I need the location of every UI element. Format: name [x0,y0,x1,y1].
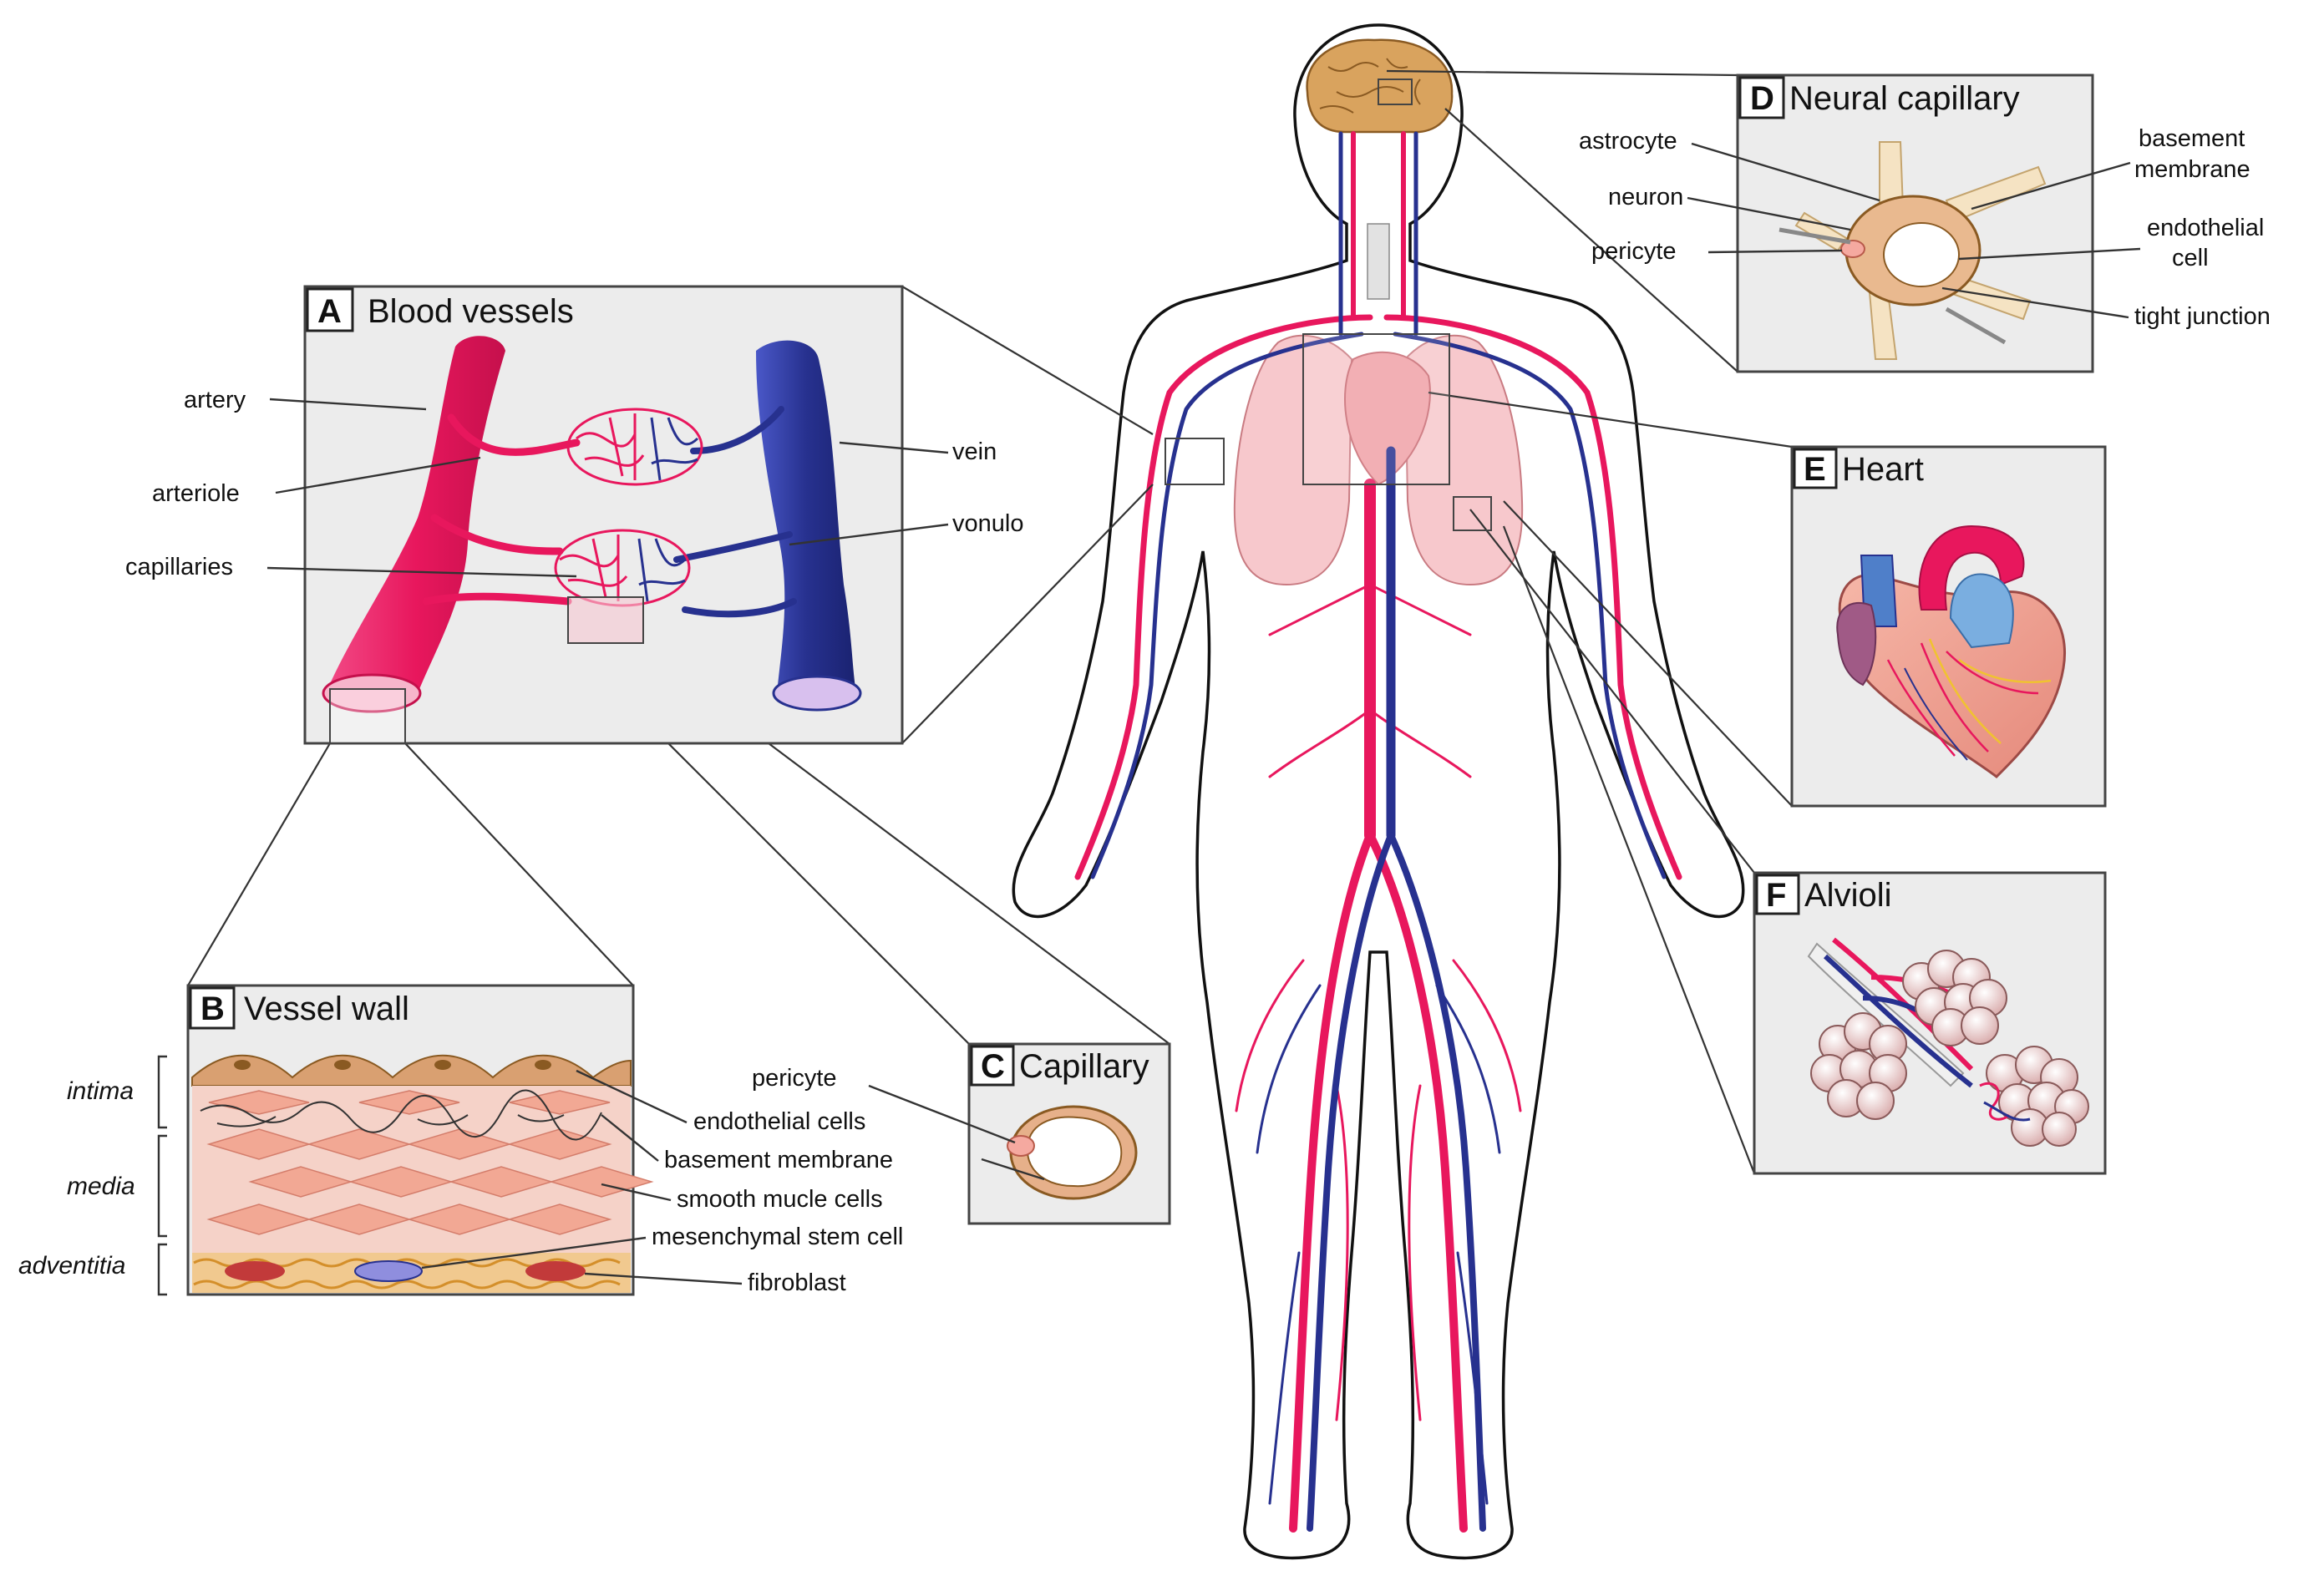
panel-a-title: Blood vessels [368,293,574,330]
neuron-process [1779,227,1851,245]
label-smooth-muscle: smooth mucle cells [677,1186,883,1213]
label-d-basement-1: basement [2139,125,2245,152]
vein-vessel [756,340,856,693]
panel-a-letter: A [317,293,342,330]
panel-b-title: Vessel wall [244,991,409,1027]
label-msc: mesenchymal stem cell [652,1224,903,1250]
vein-opening [772,675,862,712]
label-d-tight-junction: tight junction [2134,303,2271,330]
left-lung [1233,334,1353,586]
label-d-endothelial-2: cell [2172,245,2209,271]
msc-cell [354,1260,423,1282]
panel-b-vessel-wall: B Vessel wall intima media [18,984,903,1296]
panel-d-neural-capillary: D Neural capillary astrocyte neuron peri… [1579,73,2271,373]
trachea [1367,223,1390,300]
layer-intima: intima [67,1077,134,1105]
label-basement-membrane: basement membrane [664,1147,893,1173]
layer-media: media [67,1173,135,1200]
panel-c-title: Capillary [1019,1048,1149,1085]
label-d-endothelial-1: endothelial [2147,215,2264,241]
veins [1090,131,1667,1532]
label-d-basement-2: membrane [2134,156,2250,183]
capillary-net-upper [566,408,703,486]
label-d-pericyte: pericyte [1591,238,1677,265]
label-fibroblast: fibroblast [748,1269,846,1296]
panel-f-alvioli: F Alvioli [1753,871,2107,1175]
panel-f-letter: F [1766,877,1786,914]
fibroblast-cell-2 [525,1261,586,1281]
arteries [1074,131,1682,1533]
right-lung [1403,334,1524,586]
panel-d-letter: D [1750,80,1774,117]
label-c-pericyte: pericyte [752,1065,837,1092]
label-venule: vonulo [952,510,1023,537]
body-outline [1012,23,1745,1560]
panel-e-title: Heart [1842,451,1924,488]
panel-b-letter: B [200,991,225,1027]
panel-c-capillary: C Capillary pericyte [752,1042,1171,1225]
panel-e-heart: E Heart [1790,445,2107,808]
neuron-process-2 [1945,307,2007,345]
neural-pericyte [1840,240,1865,258]
pericyte-cell [1007,1135,1035,1157]
label-endothelial-cells: endothelial cells [693,1108,865,1135]
label-artery: artery [184,387,246,413]
label-vein: vein [952,438,997,465]
basement-membrane-fibres [200,1089,602,1141]
panel-a-blood-vessels: A Blood vessels [125,285,1023,745]
pulmonary-artery [1949,573,2014,649]
label-d-astrocyte: astrocyte [1579,128,1677,155]
label-capillaries: capillaries [125,554,233,580]
panel-f-title: Alvioli [1804,877,1891,914]
panel-c-letter: C [981,1048,1005,1085]
panel-e-letter: E [1804,451,1826,488]
label-d-neuron: neuron [1608,184,1683,210]
label-arteriole: arteriole [152,480,240,507]
artery-opening [322,673,422,713]
layer-adventitia: adventitia [18,1252,125,1279]
smooth-muscle-cells [206,1090,654,1235]
neural-capillary-lumen [1883,222,1960,287]
panel-d-title: Neural capillary [1789,80,2020,117]
human-body-figure [1012,23,1745,1560]
brain-icon [1306,38,1454,134]
coronary-vessels [1886,642,2039,757]
aorta [1918,524,2025,611]
endothelial-layer [191,1054,632,1087]
body-heart [1344,351,1431,486]
fibroblast-cell [225,1261,285,1281]
alveoli-cluster [1810,950,2089,1147]
